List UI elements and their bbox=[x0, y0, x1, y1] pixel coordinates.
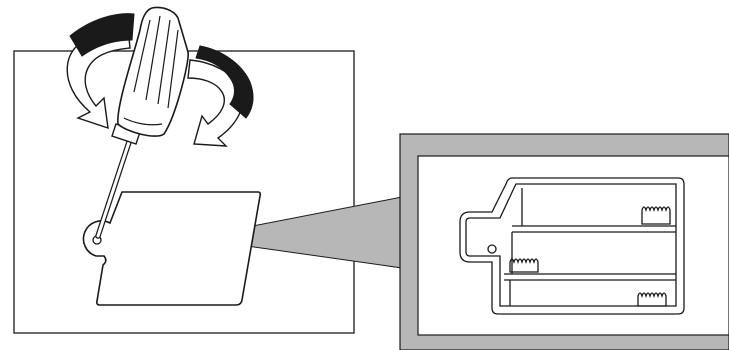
battery-compartment-icon bbox=[459, 177, 685, 315]
rotate-arrows-icon bbox=[66, 13, 254, 147]
cover-plate-icon bbox=[82, 191, 262, 306]
screwdriver-icon bbox=[95, 6, 189, 239]
callout-panel bbox=[417, 155, 729, 336]
